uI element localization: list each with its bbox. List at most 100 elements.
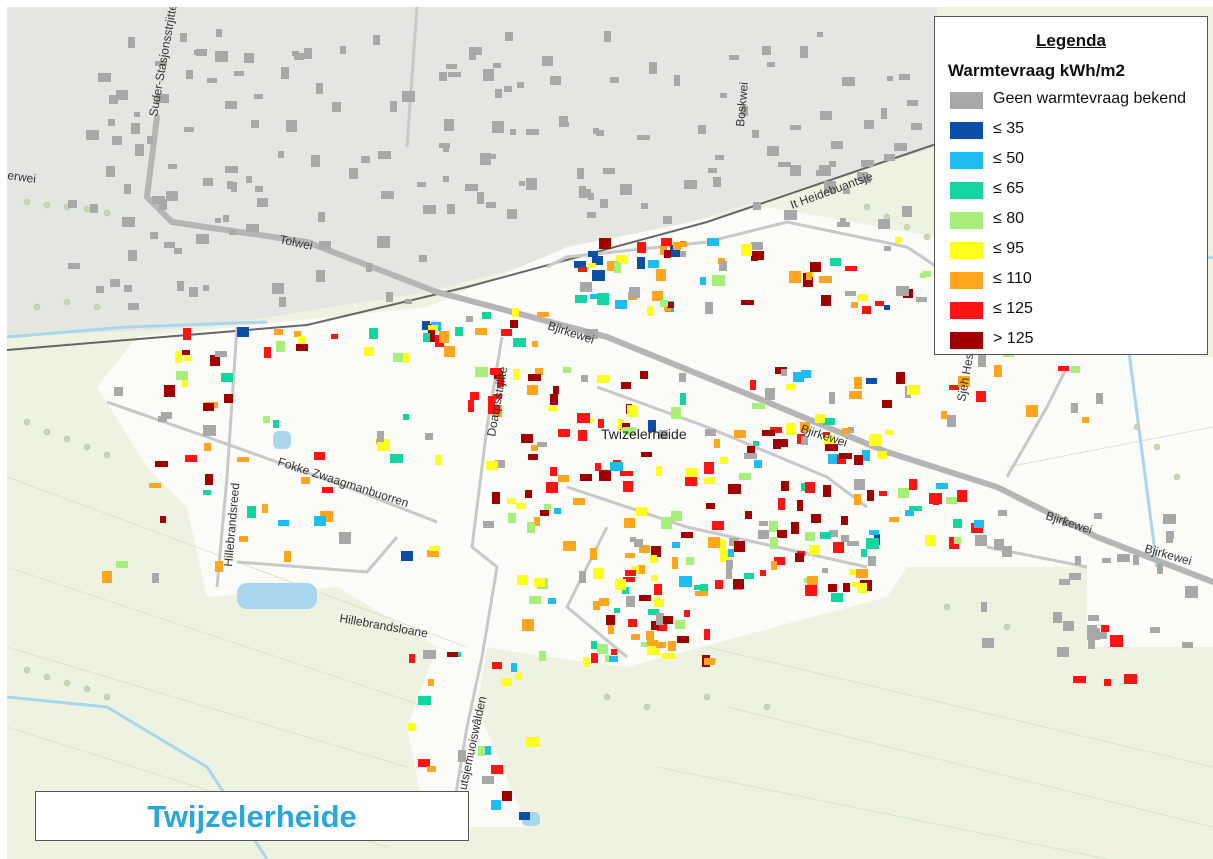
building-footprint [364,347,374,356]
building-footprint [276,341,285,352]
building-footprint [428,325,438,333]
building-footprint [616,255,628,264]
building-footprint [651,575,658,581]
legend-swatch [950,242,983,259]
building-footprint [444,119,454,131]
building-footprint [239,536,248,542]
building-footprint [278,151,284,158]
building-footprint [674,75,680,86]
building-footprint [878,219,890,229]
building-footprint [651,546,661,557]
building-footprint [625,570,636,576]
legend-panel: Legenda Warmtevraag kWh/m2 Geen warmtevr… [934,16,1208,355]
building-footprint [175,351,181,363]
building-footprint [435,455,441,465]
building-footprint [409,654,415,663]
building-footprint [286,120,297,132]
building-footprint [875,301,884,306]
legend-swatch [950,272,983,289]
building-footprint [889,517,899,522]
building-footprint [505,32,513,41]
building-footprint [700,277,706,285]
building-footprint [734,541,745,552]
legend-label: ≤ 110 [993,270,1032,287]
building-footprint [884,305,890,310]
building-footprint [535,368,543,375]
building-footprint [744,453,757,459]
building-footprint [831,593,843,602]
building-footprint [626,596,635,607]
building-footprint [801,483,808,491]
building-footprint [654,584,662,595]
building-footprint [641,203,648,209]
building-footprint [110,279,120,287]
building-footprint [390,101,397,112]
building-footprint [185,455,197,462]
building-footprint [465,184,478,191]
building-footprint [486,202,496,208]
building-footprint [686,557,694,565]
building-footprint [529,596,541,604]
building-footprint [925,535,936,546]
building-footprint [862,306,871,314]
building-footprint [741,106,748,116]
building-footprint [448,72,461,77]
building-footprint [296,344,308,351]
building-footprint [597,375,609,383]
building-footprint [429,546,440,551]
building-footprint [623,481,633,492]
building-footprint [86,130,99,140]
building-footprint [636,507,647,516]
building-footprint [663,216,672,224]
building-footprint [156,94,169,103]
building-footprint [516,503,526,509]
legend-swatch [950,152,983,169]
building-footprint [600,199,608,208]
building-footprint [824,435,833,446]
building-footprint [237,327,249,337]
building-footprint [483,69,494,81]
building-footprint [585,329,598,339]
building-footprint [605,655,611,662]
building-footprint [684,610,690,617]
building-footprint [661,517,672,529]
legend-title: Legenda [1036,31,1106,50]
building-footprint [563,541,576,551]
legend-swatch [950,122,983,139]
building-footprint [864,120,874,129]
building-footprint [618,419,624,430]
building-footprint [528,374,541,381]
building-footprint [550,394,558,405]
building-footprint [767,62,775,67]
building-footprint [902,206,912,217]
building-footprint [685,468,698,477]
building-footprint [747,446,755,453]
building-footprint [907,385,920,395]
building-footprint [714,439,720,448]
building-footprint [515,673,522,680]
building-footprint [207,78,217,83]
building-footprint [469,47,482,55]
building-footprint [182,378,188,387]
building-footprint [149,483,161,488]
building-footprint [867,490,874,501]
building-footprint [284,551,291,562]
building-footprint [1157,563,1163,574]
building-footprint [527,385,538,395]
building-footprint [1071,366,1080,373]
building-footprint [469,52,476,60]
building-footprint [184,356,192,361]
building-footprint [237,457,249,462]
building-footprint [606,615,615,625]
building-footprint [631,634,640,640]
building-footprint [958,376,970,387]
building-footprint [805,482,815,493]
building-footprint [639,545,650,553]
building-footprint [378,151,391,159]
building-footprint [512,308,519,317]
building-footprint [482,312,491,319]
building-footprint [947,415,956,427]
building-footprint [519,812,530,820]
building-footprint [857,294,868,301]
building-footprint [622,587,629,594]
